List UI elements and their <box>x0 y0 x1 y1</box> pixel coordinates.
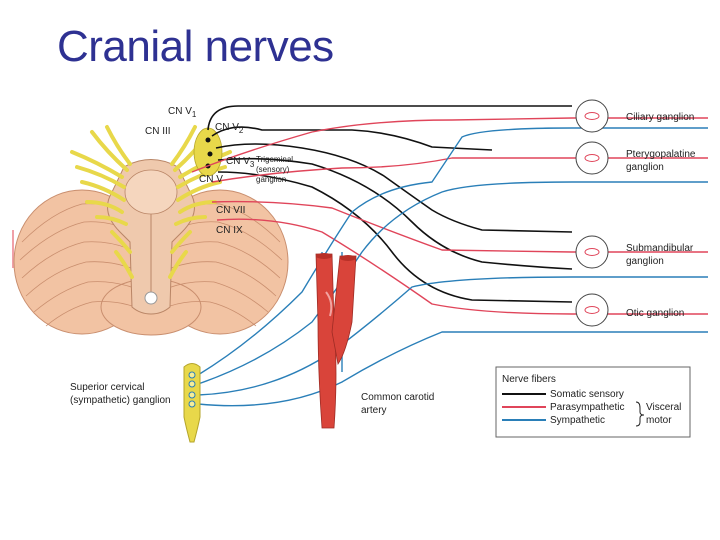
label-trigeminal-1: Trigeminal <box>256 155 293 164</box>
label-pterygopalatine-2: ganglion <box>626 162 664 173</box>
cranial-nerves-figure: CN V1 CN III CN V2 CN V3 CN V Trigeminal… <box>12 92 708 446</box>
label-trigeminal-2: (sensory) <box>256 165 290 174</box>
label-submandibular-2: ganglion <box>626 256 664 267</box>
ganglion-submandibular-marker <box>575 235 609 269</box>
legend-motor: motor <box>646 415 672 426</box>
figure-svg: CN V1 CN III CN V2 CN V3 CN V Trigeminal… <box>12 99 708 443</box>
brainstem <box>107 159 195 315</box>
ganglion-otic-marker <box>575 293 609 327</box>
label-submandibular-1: Submandibular <box>626 243 694 254</box>
label-carotid-1: Common carotid <box>361 392 434 403</box>
legend-label-somatic: Somatic sensory <box>550 389 624 400</box>
somatic-sensory-fibers <box>207 105 573 303</box>
label-cn-vii: CN VII <box>216 205 245 216</box>
cranial-nerve-roots <box>70 125 232 279</box>
legend-label-parasympathetic: Parasympathetic <box>550 402 624 413</box>
parasympathetic-fibers <box>191 117 708 315</box>
superior-cervical-ganglion <box>183 363 201 443</box>
legend-visceral: Visceral <box>646 402 681 413</box>
legend: Nerve fibers Somatic sensory Parasympath… <box>495 366 691 438</box>
label-superior-cervical-1: Superior cervical <box>70 382 144 393</box>
label-cn-v1: CN V1 <box>168 106 197 119</box>
label-cn-v3: CN V3 <box>226 156 255 169</box>
ganglion-ciliary-marker <box>575 99 609 133</box>
label-ciliary-ganglion: Ciliary ganglion <box>626 112 694 123</box>
label-cn-iii: CN III <box>145 126 171 137</box>
sympathetic-fibers <box>197 127 708 407</box>
ganglion-pterygopalatine-marker <box>575 141 609 175</box>
slide-title: Cranial nerves <box>57 22 334 71</box>
label-superior-cervical-2: (sympathetic) ganglion <box>70 395 171 406</box>
edge-tab <box>12 230 14 268</box>
label-trigeminal-3: ganglion <box>256 175 286 184</box>
label-carotid-2: artery <box>361 405 387 416</box>
legend-title: Nerve fibers <box>502 374 556 385</box>
label-cn-ix: CN IX <box>216 225 243 236</box>
legend-label-sympathetic: Sympathetic <box>550 415 605 426</box>
legend-bracket <box>635 401 645 427</box>
label-pterygopalatine-1: Pterygopalatine <box>626 149 696 160</box>
label-cn-v2: CN V2 <box>215 122 244 135</box>
label-cn-v: CN V <box>199 174 223 185</box>
label-otic-ganglion: Otic ganglion <box>626 308 684 319</box>
common-carotid-artery <box>315 253 357 429</box>
